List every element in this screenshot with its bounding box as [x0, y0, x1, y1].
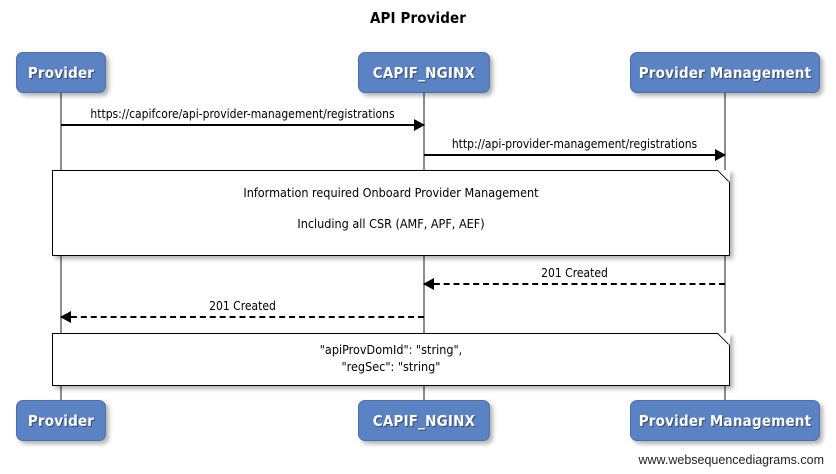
participant-label: Provider Management: [638, 63, 812, 82]
note-line: "regSec": "string": [341, 359, 441, 374]
note-body: [52, 333, 730, 386]
note-line: Information required Onboard Provider Ma…: [243, 185, 539, 200]
message-label: http://api-provider-management/registrat…: [451, 137, 698, 151]
participant-capif-nginx-bottom[interactable]: CAPIF_NGINX: [358, 400, 490, 441]
participant-capif-nginx-top[interactable]: CAPIF_NGINX: [358, 52, 490, 93]
note-information-required: Information required Onboard Provider Ma…: [52, 170, 730, 256]
message-2: http://api-provider-management/registrat…: [424, 137, 726, 161]
message-line: [61, 316, 424, 318]
participant-provider-management-top[interactable]: Provider Management: [630, 52, 820, 93]
note-body: [52, 170, 730, 256]
participant-label: Provider: [27, 63, 95, 82]
participant-provider-management-bottom[interactable]: Provider Management: [630, 400, 820, 441]
participant-label: CAPIF_NGINX: [372, 411, 476, 430]
message-line: [424, 154, 725, 156]
message-3: 201 Created: [423, 266, 725, 290]
message-1: https://capifcore/api-provider-managemen…: [61, 107, 425, 131]
participant-label: CAPIF_NGINX: [372, 63, 476, 82]
note-fold-corner-icon: [718, 170, 730, 182]
participant-provider-bottom[interactable]: Provider: [16, 400, 106, 441]
participant-label: Provider: [27, 411, 95, 430]
message-label: 201 Created: [209, 299, 276, 313]
diagram-title: API Provider: [370, 9, 466, 27]
participant-label: Provider Management: [638, 411, 812, 430]
arrowhead-left-icon: [60, 311, 71, 323]
participant-provider-top[interactable]: Provider: [16, 52, 106, 93]
arrowhead-right-icon: [715, 149, 726, 161]
message-label: 201 Created: [541, 266, 608, 280]
note-fold-corner-icon: [718, 333, 730, 345]
arrowhead-left-icon: [423, 278, 434, 290]
message-4: 201 Created: [60, 299, 424, 323]
note-line: "apiProvDomId": "string",: [319, 342, 463, 357]
arrowhead-right-icon: [414, 119, 425, 131]
message-label: https://capifcore/api-provider-managemen…: [90, 107, 395, 121]
note-response-payload: "apiProvDomId": "string", "regSec": "str…: [52, 333, 730, 386]
note-line: Including all CSR (AMF, APF, AEF): [297, 216, 485, 231]
message-line: [424, 283, 725, 285]
footer-credit: www.websequencediagrams.com: [638, 453, 824, 467]
message-line: [61, 124, 424, 126]
